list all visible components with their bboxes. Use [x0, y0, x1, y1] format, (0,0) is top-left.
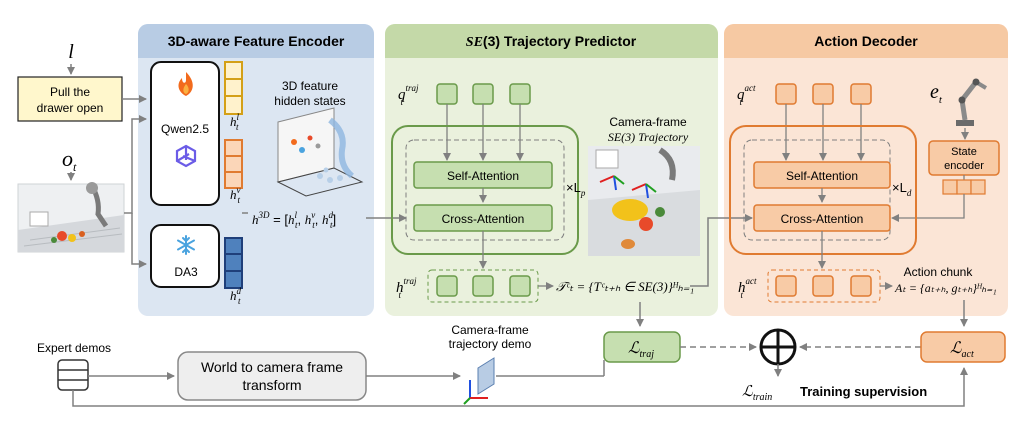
action-chunk-formula: Aₜ = {aₜ₊ₕ, gₜ₊ₕ}ᴴₕ₌₁ — [894, 281, 997, 295]
loss-traj-label: ℒtraj — [628, 340, 654, 360]
language-symbol: l — [68, 41, 74, 63]
vision-token-stack — [224, 139, 243, 189]
loss-act-box — [920, 331, 1006, 363]
expert-demos-label: Expert demos — [37, 341, 111, 355]
act-output-tokens — [775, 275, 872, 297]
decoder-layer-dashed — [743, 139, 891, 241]
predictor-layer-dashed — [405, 139, 565, 241]
language-token-stack — [224, 61, 243, 115]
coordinate-frame-icon — [463, 357, 495, 405]
snowflake-icon — [177, 235, 195, 255]
traj-query-tokens — [436, 83, 531, 105]
demo-label-line2: trajectory demo — [449, 337, 532, 351]
robot-arm-icon — [956, 78, 988, 126]
action-chunk-label: Action chunk — [904, 265, 974, 279]
decoder-cross-attention-label: Cross-Attention — [781, 212, 864, 226]
depth-token-stack — [224, 237, 243, 289]
decoder-block-outline — [729, 125, 917, 255]
camera-traj-line2: SE(3) Trajectory — [608, 130, 689, 144]
instruction-line2: drawer open — [37, 101, 104, 115]
hidden-states-line1: 3D feature — [282, 79, 338, 93]
traj-formula: 𝒯ᶜₜ = {Tᶜₜ₊ₕ ∈ SE(3)}ᴴₕ₌₁ — [556, 279, 694, 294]
state-encoder-line1: State — [951, 146, 977, 158]
loss-act-label: ℒact — [950, 340, 974, 360]
state-token-row — [942, 179, 986, 195]
sum-icon — [759, 328, 797, 366]
act-query-tokens — [775, 83, 872, 105]
database-icon — [57, 359, 89, 391]
demo-label-line1: Camera-frame — [451, 323, 529, 337]
predictor-block-outline — [391, 125, 579, 255]
qwen-logo-icon — [175, 144, 197, 168]
instruction-line1: Pull the — [50, 85, 90, 99]
traj-output-tokens — [436, 275, 531, 297]
camera-traj-line1: Camera-frame — [609, 115, 687, 129]
vlm-label: Qwen2.5 — [161, 122, 209, 136]
decoder-self-attention-label: Self-Attention — [786, 169, 858, 183]
state-symbol: et — [930, 81, 943, 106]
predictor-layers-label: ×Lp — [566, 180, 586, 198]
depth-encoder-box — [150, 224, 220, 288]
fire-icon — [178, 72, 193, 96]
instruction-box — [17, 76, 123, 122]
depth-label: DA3 — [174, 265, 198, 279]
encoder-title: 3D-aware Feature Encoder — [168, 33, 345, 49]
transform-line1: World to camera frame — [201, 359, 343, 375]
decoder-title: Action Decoder — [814, 33, 918, 49]
hidden-states-line2: hidden states — [274, 94, 345, 108]
vlm-encoder-box — [150, 61, 220, 206]
loss-train-label: ℒtrain — [742, 384, 772, 403]
observation-symbol: ot — [62, 146, 77, 174]
predictor-cross-attention-label: Cross-Attention — [442, 212, 525, 226]
state-encoder-line2: encoder — [944, 160, 984, 172]
observation-image — [17, 182, 125, 253]
feature-3d-illustration — [276, 107, 364, 197]
training-supervision-label: Training supervision — [800, 384, 927, 399]
predictor-self-attention-label: Self-Attention — [447, 169, 519, 183]
predictor-title: SE(3) Trajectory Predictor — [466, 33, 637, 50]
transform-line2: transform — [242, 377, 301, 393]
decoder-layers-label: ×Ld — [892, 180, 912, 198]
camera-trajectory-image — [588, 146, 700, 256]
